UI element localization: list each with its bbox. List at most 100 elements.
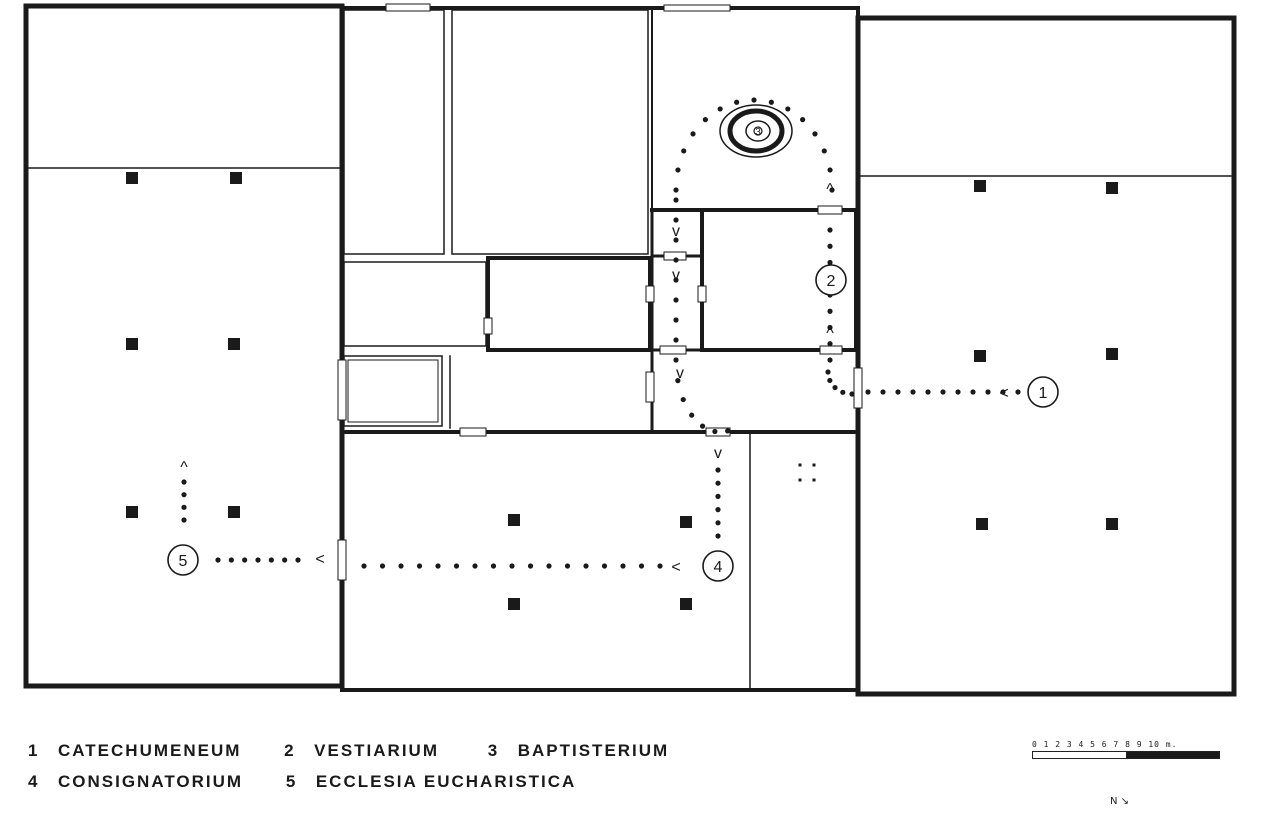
route-markers: 1 2 4 5 3: [167, 127, 1059, 582]
route-marker-number: 2: [827, 273, 836, 290]
route-arrow: ^: [826, 325, 834, 342]
route-arrow: ^: [180, 459, 188, 476]
legend-item-4: 4 CONSIGNATORIUM: [28, 772, 243, 792]
route-dot: [673, 277, 679, 283]
route-dot: [940, 389, 946, 395]
route-dot: [673, 337, 679, 343]
right-hall-outline: [855, 15, 1237, 697]
route-dot: [620, 563, 626, 569]
route-dot: [895, 389, 901, 395]
legend-number: 4: [28, 772, 40, 791]
route-dot: [712, 428, 718, 435]
route-dot: [955, 389, 961, 395]
route-dot: [699, 423, 706, 429]
route-dot: [880, 389, 886, 395]
room-nw-a: [343, 9, 445, 255]
route-marker-circle: [815, 264, 847, 296]
legend-number: 1: [28, 741, 40, 760]
door: [459, 427, 487, 437]
font-ring: [727, 108, 785, 154]
door: [817, 205, 843, 215]
route-dot: [680, 396, 686, 403]
room-w-mid: [343, 261, 487, 347]
legend-item-1: 1 CATECHUMENEUM: [28, 741, 241, 761]
room-w-low-inner: [347, 359, 439, 423]
route-dot: [398, 563, 404, 569]
route-arrow: <: [999, 385, 1008, 402]
route-dot: [601, 563, 608, 569]
pier: [228, 506, 240, 518]
north-label: N: [1110, 796, 1118, 807]
left-hall-outline: [23, 3, 345, 689]
north-arrow: N ↘: [1110, 796, 1129, 807]
route-marker-number: 3: [755, 127, 761, 138]
piers: [126, 172, 1118, 610]
route-dot: [181, 479, 187, 485]
route-dot: [1015, 389, 1021, 395]
door: [853, 367, 863, 409]
door: [645, 371, 655, 403]
route-dot: [453, 563, 460, 569]
route-dot: [768, 99, 774, 105]
route-arrow: ^: [826, 181, 834, 198]
route-dot: [825, 369, 831, 375]
route-dot: [657, 563, 663, 569]
route-dot: [673, 297, 679, 303]
legend-number: 3: [487, 741, 500, 760]
route-marker-number: 4: [714, 559, 723, 576]
legend-number: 5: [285, 772, 298, 791]
route-dot: [242, 557, 248, 563]
route-arrow: v: [672, 223, 680, 240]
route-dot: [715, 533, 721, 539]
route-dot: [509, 563, 515, 569]
annex-mark: [812, 463, 816, 467]
route-marker-number: 1: [1039, 385, 1048, 402]
route-dot: [673, 197, 679, 203]
annex-mark: [798, 463, 802, 467]
pier: [1106, 182, 1118, 194]
door: [337, 539, 347, 581]
route-arrow: v: [714, 445, 722, 462]
route-dot: [673, 357, 679, 363]
legend-label: CATECHUMENEUM: [58, 741, 242, 760]
route-dot: [181, 517, 187, 523]
route-dot: [181, 504, 187, 510]
route-dot: [970, 389, 976, 395]
route-dot: [673, 217, 679, 223]
route-arrow: v: [676, 365, 684, 382]
pier: [126, 506, 138, 518]
route-marker-number: 5: [179, 553, 188, 570]
north-arrow-icon: ↘: [1120, 796, 1130, 807]
route-dot: [490, 563, 497, 569]
pier: [126, 172, 138, 184]
room-nw-b: [451, 9, 649, 255]
route-dot: [681, 148, 687, 154]
route-dot: [361, 563, 367, 569]
route-dot: [228, 557, 234, 563]
route-dot: [827, 227, 833, 233]
room-w-low: [343, 355, 443, 427]
route-dot: [827, 243, 833, 249]
baptismal-font: [719, 104, 793, 158]
scale-bar: 0 1 2 3 4 5 6 7 8 9 10 m.: [1032, 740, 1220, 759]
route-dot: [800, 117, 806, 123]
route-dot: [268, 557, 274, 563]
pier: [508, 514, 520, 526]
legend-label: CONSIGNATORIUM: [58, 772, 244, 791]
route-dot: [673, 257, 679, 263]
font-inner: [745, 120, 771, 142]
route-dot: [673, 237, 679, 243]
route-dot: [583, 563, 589, 569]
pier: [1106, 518, 1118, 530]
route-dot: [215, 557, 221, 563]
route-dot: [527, 563, 534, 569]
route-dot: [702, 117, 708, 123]
pier: [508, 598, 520, 610]
route-dot: [282, 557, 288, 563]
pier: [974, 350, 986, 362]
route-dot: [675, 167, 681, 173]
